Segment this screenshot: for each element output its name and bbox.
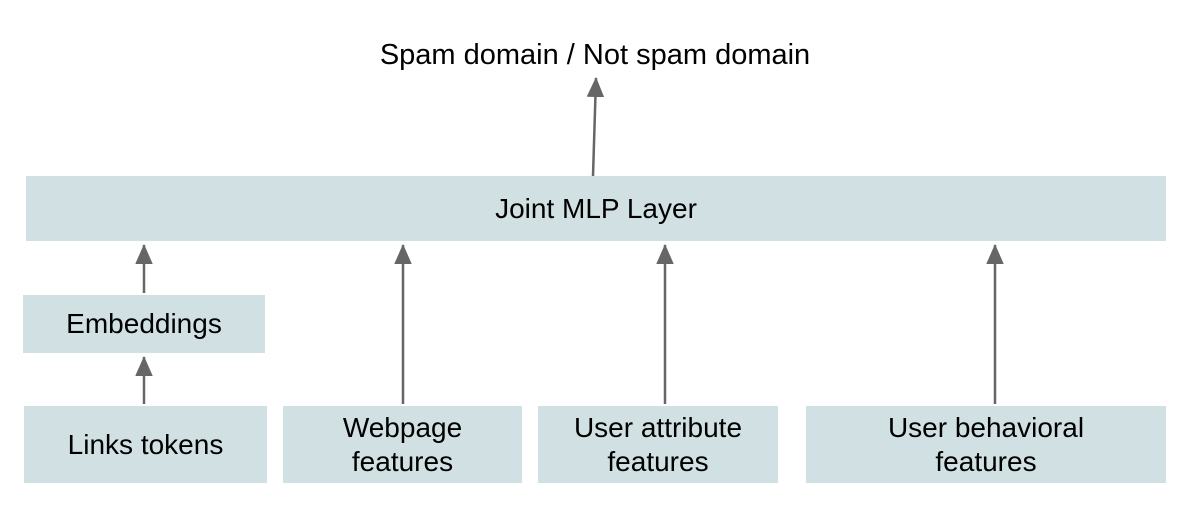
links-tokens-label: Links tokens: [67, 428, 224, 460]
links-tokens-box: Links tokens: [24, 406, 267, 483]
user-attribute-features-box: User attribute features: [538, 406, 778, 483]
embeddings-box: Embeddings: [23, 295, 265, 353]
joint-mlp-layer-box: Joint MLP Layer: [26, 176, 1166, 241]
arrow-joint-mlp-to-output: [586, 77, 605, 177]
output-label: Spam domain / Not spam domain: [379, 39, 811, 71]
webpage-features-box: Webpage features: [283, 406, 522, 483]
webpage-features-label: Webpage features: [342, 411, 463, 477]
embeddings-label: Embeddings: [66, 308, 222, 339]
user-behavioral-features-box: User behavioral features: [806, 406, 1166, 483]
user-attribute-features-label: User attribute features: [573, 411, 743, 477]
joint-mlp-layer-label: Joint MLP Layer: [495, 192, 697, 224]
user-behavioral-features-label: User behavioral features: [887, 411, 1085, 477]
